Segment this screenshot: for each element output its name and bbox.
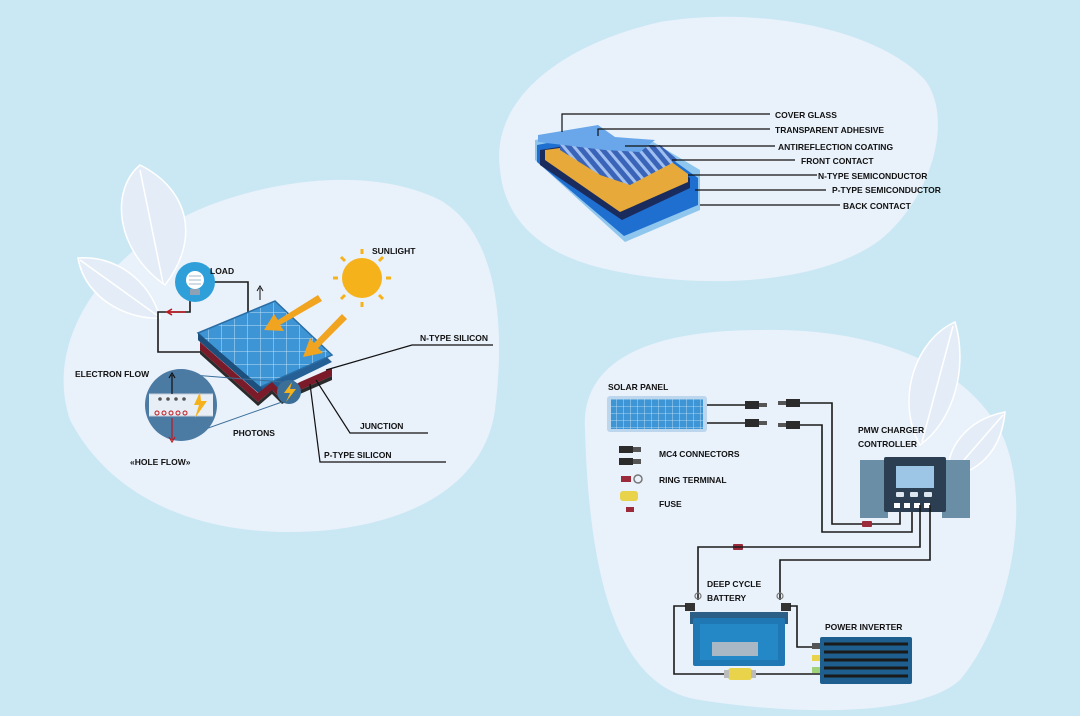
label-solar-panel: SOLAR PANEL [608, 382, 668, 392]
legend-ring-terminal-icon [621, 474, 643, 484]
label-hole-flow: «HOLE FLOW» [130, 457, 191, 467]
label-layer-back-contact: BACK CONTACT [843, 201, 912, 211]
label-power-inverter: POWER INVERTER [825, 622, 902, 632]
magnifier-detail [145, 369, 283, 444]
label-junction: JUNCTION [360, 421, 403, 431]
label-battery-line1: DEEP CYCLE [707, 579, 761, 589]
legend-mc4-icon [619, 446, 641, 465]
legend-fuse-icon [620, 491, 638, 512]
sun-icon [333, 249, 391, 307]
label-layer-transparent-adhesive: TRANSPARENT ADHESIVE [775, 125, 884, 135]
lightning-icon [194, 392, 207, 418]
label-layer-front-contact: FRONT CONTACT [801, 156, 874, 166]
label-p-type-silicon: P-TYPE SILICON [324, 450, 392, 460]
current-arrow [256, 285, 264, 300]
label-charger-line2: CONTROLLER [858, 439, 917, 449]
legend-label-fuse: FUSE [659, 499, 682, 509]
label-layer-cover-glass: COVER GLASS [775, 110, 837, 120]
label-charger-line1: PMW CHARGER [858, 425, 924, 435]
layer-labels: COVER GLASS TRANSPARENT ADHESIVE ANTIREF… [775, 110, 941, 211]
label-electron-flow: ELECTRON FLOW [75, 369, 150, 379]
label-layer-n-type: N-TYPE SEMICONDUCTOR [818, 171, 927, 181]
light-bulb-icon [175, 262, 215, 302]
leader-p-type [309, 383, 446, 463]
electron-wire [157, 290, 200, 353]
label-photons: PHOTONS [233, 428, 275, 438]
mc4-connector [745, 399, 800, 429]
electron-arrow [165, 308, 185, 316]
label-n-type-silicon: N-TYPE SILICON [420, 333, 488, 343]
label-layer-antireflection: ANTIREFLECTION COATING [778, 142, 893, 152]
load-wire [206, 281, 249, 318]
leader-junction [315, 379, 428, 434]
junction-marker [277, 380, 301, 404]
layer-leaders [561, 113, 840, 206]
power-inverter [812, 637, 912, 684]
label-load: LOAD [210, 266, 234, 276]
leaf-icon [77, 164, 187, 319]
layer-stack [535, 125, 700, 242]
sunlight-arrow [264, 295, 347, 357]
leader-n-type [325, 344, 493, 371]
deep-cycle-battery [685, 603, 791, 666]
fuse-icon [724, 668, 756, 680]
legend-label-ring-terminal: RING TERMINAL [659, 475, 727, 485]
label-battery-line2: BATTERY [707, 593, 747, 603]
label-layer-p-type: P-TYPE SEMICONDUCTOR [832, 185, 941, 195]
label-sunlight: SUNLIGHT [372, 246, 416, 256]
legend-label-mc4: MC4 CONNECTORS [659, 449, 740, 459]
ring-terminal [694, 592, 784, 600]
system-solar-panel [607, 396, 707, 432]
charge-controller [860, 457, 970, 518]
